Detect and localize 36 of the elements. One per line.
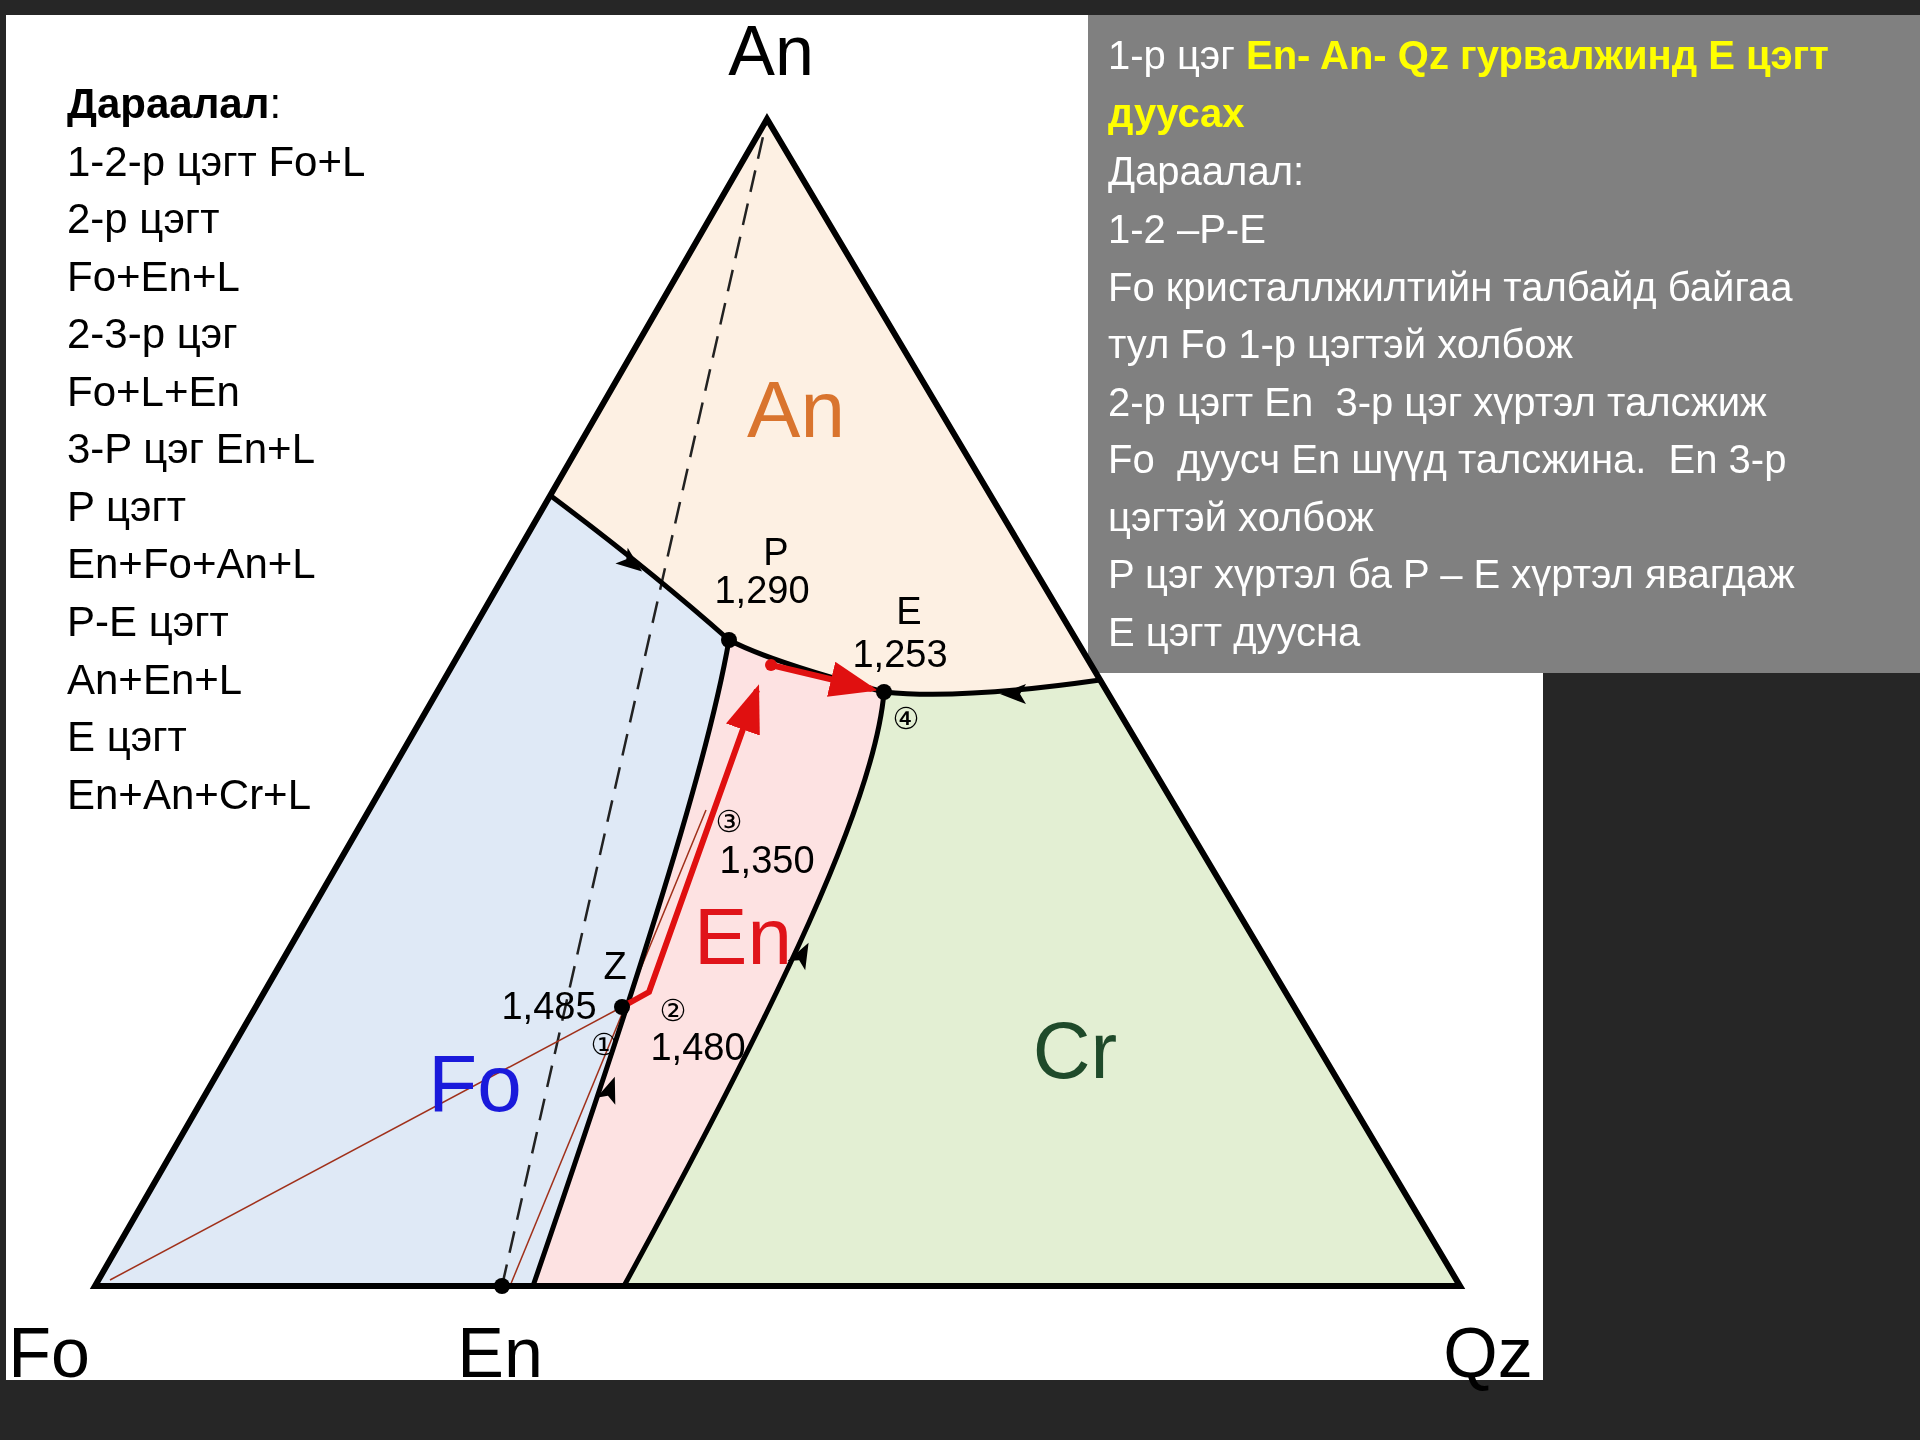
point-label: E bbox=[896, 589, 922, 635]
sequence-step-text: 3-P цэг En+L bbox=[67, 423, 315, 474]
panel-text-line: 1-2 –P-E bbox=[1108, 206, 1266, 253]
sequence-step-text: Fo+L+En bbox=[67, 366, 240, 417]
sequence-step-text: P цэгт bbox=[67, 481, 186, 532]
temperature-label: 1,253 bbox=[852, 632, 948, 678]
sequence-step-text: 2-р цэгт bbox=[67, 193, 220, 244]
point-label: Z bbox=[603, 944, 627, 990]
vertex-label: Qz bbox=[1443, 1313, 1533, 1394]
panel-text-line: P цэг хүртэл ба P – E хүртэл явагдаж bbox=[1108, 551, 1795, 598]
panel-text-line: тул Fo 1-р цэгтэй холбож bbox=[1108, 321, 1573, 368]
phase-field-label: Cr bbox=[1032, 1005, 1118, 1097]
step-number: ④ bbox=[892, 701, 920, 737]
vertex-label: An bbox=[728, 11, 814, 92]
step-number: ③ bbox=[715, 804, 743, 840]
vertex-label: En bbox=[457, 1313, 543, 1394]
panel-text-line: Fo дуусч En шүүд талсжина. En 3-р bbox=[1108, 436, 1787, 483]
sequence-step-text: 1-2-р цэгт Fo+L bbox=[67, 136, 366, 187]
temperature-label: 1,350 bbox=[719, 838, 815, 884]
panel-text-line: Fo кристаллжилтийн талбайд байгаа bbox=[1108, 264, 1793, 311]
panel-text-line: Е цэгт дуусна bbox=[1108, 609, 1361, 656]
sequence-step-text: An+En+L bbox=[67, 654, 243, 705]
sequence-step-text: 2-3-р цэг bbox=[67, 308, 238, 359]
panel-text-line: цэгтэй холбож bbox=[1108, 494, 1374, 541]
phase-field-label: An bbox=[747, 364, 845, 456]
sequence-step-text: En+Fo+An+L bbox=[67, 538, 316, 589]
sequence-step-text: Fo+En+L bbox=[67, 251, 240, 302]
phase-field-label: En bbox=[694, 891, 792, 983]
sequence-step-text: E цэгт bbox=[67, 711, 187, 762]
panel-text-line: Дараалал: bbox=[1108, 148, 1305, 195]
sequence-heading: Дараалал: bbox=[67, 78, 282, 129]
panel-text-line: 2-р цэгт En 3-р цэг хүртэл талсжиж bbox=[1108, 379, 1767, 426]
vertex-label: Fo bbox=[8, 1313, 90, 1394]
panel-heading: 1-р цэг En- An- Qz гурвалжинд Е цэгт дуусах bbox=[1108, 32, 1830, 137]
sequence-step-text: En+An+Cr+L bbox=[67, 769, 311, 820]
sequence-step-text: P-E цэгт bbox=[67, 596, 229, 647]
